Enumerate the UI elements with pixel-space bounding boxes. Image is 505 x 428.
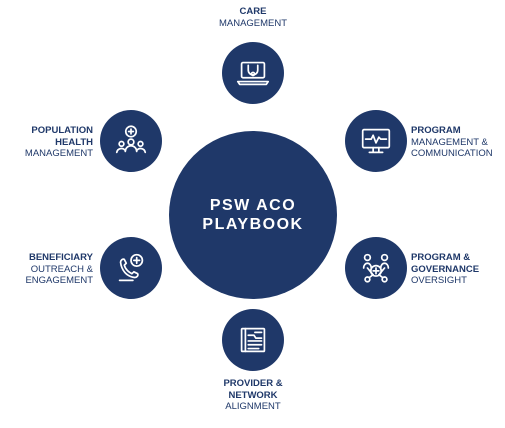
population-node xyxy=(100,110,162,172)
care-subtitle: MANAGEMENT xyxy=(218,17,288,29)
provider-title-1: PROVIDER & xyxy=(223,378,283,389)
beneficiary-title: BENEFICIARY xyxy=(28,252,93,263)
program-communication-node xyxy=(345,110,407,172)
hub-line-1: PSW ACO xyxy=(209,197,297,214)
provider-label: PROVIDER & NETWORK ALIGNMENT xyxy=(203,378,303,413)
provider-subtitle: ALIGNMENT xyxy=(225,401,281,412)
program-governance-label: PROGRAM & GOVERNANCE OVERSIGHT xyxy=(411,252,503,287)
program-communication-label: PROGRAM MANAGEMENT & COMMUNICATION xyxy=(411,125,503,160)
care-label: CARE MANAGEMENT xyxy=(203,6,303,29)
care-title: CARE xyxy=(239,6,267,17)
population-subtitle: MANAGEMENT xyxy=(24,148,93,159)
provider-title-2: NETWORK xyxy=(228,389,278,401)
program-governance-node xyxy=(345,237,407,299)
program-governance-subtitle: OVERSIGHT xyxy=(411,275,467,286)
playbook-hub: PSW ACO PLAYBOOK xyxy=(169,131,337,299)
program-governance-title-1: PROGRAM & xyxy=(411,252,471,263)
beneficiary-label: BENEFICIARY OUTREACH & ENGAGEMENT xyxy=(2,252,93,287)
population-title-1: POPULATION xyxy=(31,125,93,136)
document-chart-icon xyxy=(240,327,266,353)
program-communication-sub-1: MANAGEMENT & xyxy=(411,136,488,148)
provider-node xyxy=(222,309,284,371)
monitor-heartbeat-icon xyxy=(361,128,391,154)
beneficiary-sub-2: ENGAGEMENT xyxy=(25,275,93,286)
population-label: POPULATION HEALTH MANAGEMENT xyxy=(2,125,93,160)
laptop-stethoscope-icon xyxy=(236,61,270,86)
beneficiary-node xyxy=(100,237,162,299)
hub-line-2: PLAYBOOK xyxy=(202,216,304,233)
program-communication-sub-2: COMMUNICATION xyxy=(411,148,493,159)
beneficiary-sub-1: OUTREACH & xyxy=(30,263,93,275)
program-governance-title-2: GOVERNANCE xyxy=(411,263,480,275)
phone-medical-icon xyxy=(118,253,144,282)
population-title-2: HEALTH xyxy=(55,136,93,148)
people-network-icon xyxy=(362,253,390,283)
group-medical-icon xyxy=(115,125,147,154)
care-node xyxy=(222,42,284,104)
program-communication-title: PROGRAM xyxy=(411,125,461,136)
